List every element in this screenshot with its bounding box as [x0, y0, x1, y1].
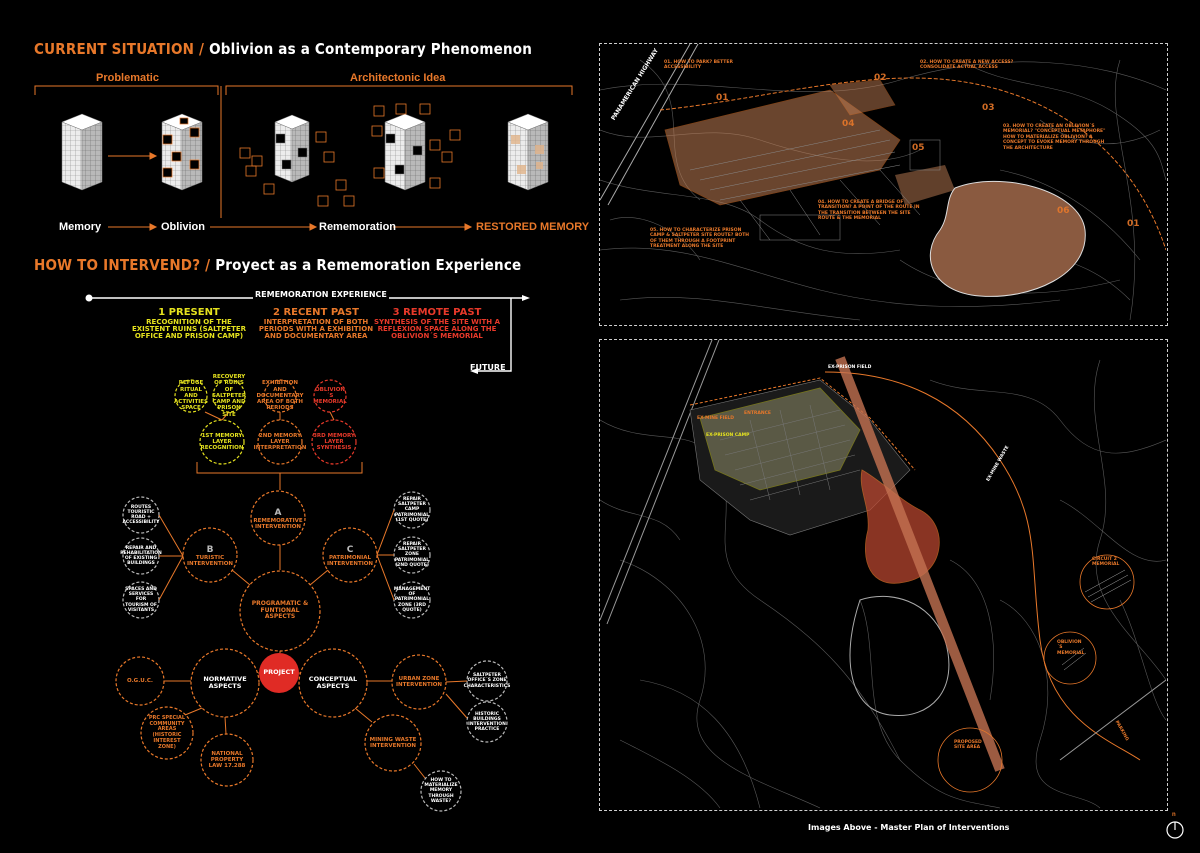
map-num-05: 05 [912, 143, 925, 153]
node-m1: HOW TO MATERIALIZE MEMORY THROUGH WASTE? [424, 778, 458, 804]
floating-cubes [239, 103, 461, 207]
note-04: 04. HOW TO CREATE A BRIDGE OF TRANSITION… [818, 200, 920, 222]
node-b1: ROUTES TOURISTIC ROAD + ACCESSIBILITY [122, 504, 160, 526]
map-num-04: 04 [842, 119, 855, 129]
restored-memory-label: RESTORED MEMORY [476, 221, 590, 233]
node-layer1: 1ST MEMORY LAYER RECOGNITION [200, 432, 244, 452]
section2-title-a: HOW TO INTERVEND? / [34, 256, 211, 274]
node-a-letter: A [274, 507, 282, 518]
node-mining: MINING WASTE INTERVENTION [369, 736, 417, 749]
idea-label: Architectonic Idea [350, 72, 446, 84]
node-b2: REPAIR AND REHABILITATION OF EXISTING BU… [120, 545, 162, 567]
node-u2: HISTORIC BUILDINGS INTERVENTION PRACTICE [468, 711, 506, 733]
node-b: B TURISTIC INTERVENTION [183, 534, 237, 578]
note-05: 05. HOW TO CHARACTERIZE PRISON CAMP & SA… [650, 228, 750, 250]
node-urban: URBAN ZONE INTERVENTION [395, 675, 443, 688]
master-plan-top [599, 43, 1168, 326]
node-c3: MANAGEMENT OF PATRIMONIAL ZONE (3RD QUOT… [393, 587, 431, 613]
label-proposed-site: PROPOSED SITE AREA [954, 740, 982, 751]
node-law: NATIONAL PROPERTY LAW 17.288 [208, 750, 246, 770]
node-a-label: REMEMORATIVE INTERVENTION [253, 517, 303, 531]
oblivion-cube [161, 113, 203, 191]
note-02: 02. HOW TO CREATE A NEW ACCESS? CONSOLID… [920, 60, 1014, 71]
caption: Images Above - Master Plan of Interventi… [808, 823, 1010, 832]
node-c-label: PATRIMONIAL INTERVENTION [326, 554, 374, 568]
node-layer3: 3RD MEMORY LAYER SYNTHESIS [313, 432, 355, 452]
memory-cube [61, 113, 103, 191]
stage-recent-text: INTERPRETATION OF BOTH PERIODS WITH A EX… [258, 317, 374, 341]
section1-title: CURRENT SITUATION / Oblivion as a Contem… [34, 40, 532, 58]
stage-remote-text: SYNTHESIS OF THE SITE WITH A REFLEXION S… [374, 317, 500, 341]
note-03: 03. HOW TO CREATE AN OBLIVION´S MEMORIAL… [1003, 124, 1106, 151]
project-node [259, 653, 299, 693]
map-num-03: 03 [982, 103, 995, 113]
node-project: PROJECT [263, 668, 295, 677]
label-ex-prison-camp: EX-PRISON CAMP [706, 433, 750, 438]
map-num-01b: 01 [1127, 219, 1140, 229]
node-b-label: TURISTIC INTERVENTION [186, 554, 234, 568]
node-b-letter: B [206, 544, 214, 555]
restored-cube [507, 113, 549, 191]
node-normative: NORMATIVE ASPECTS [203, 674, 247, 690]
label-ex-prison-field: EX-PRISON FIELD [828, 365, 872, 370]
stage-present: 1 PRESENT RECOGNITION OF THE EXISTENT RU… [128, 307, 250, 341]
map-num-01a: 01 [716, 93, 729, 103]
node-conceptual: CONCEPTUAL ASPECTS [308, 674, 358, 690]
node-layer2: 2ND MEMORY LAYER INTERPRETATION [253, 432, 307, 452]
timeline-axis-label: REMEMORATION EXPERIENCE [253, 290, 389, 299]
node-refuge: REFUGE RITUAL AND ACTIVITIES SPACE [174, 380, 208, 412]
node-c: C PATRIMONIAL INTERVENTION [323, 534, 377, 578]
stage-recent-past: 2 RECENT PAST INTERPRETATION OF BOTH PER… [255, 307, 377, 341]
stage-remote-past: 3 REMOTE PAST SYNTHESIS OF THE SITE WITH… [373, 307, 501, 341]
map-num-06: 06 [1057, 206, 1070, 216]
label-memorial: OBLIVION´S MEMORIAL [1057, 640, 1085, 656]
page-number: n [1172, 812, 1176, 818]
node-c1: REPAIR SALTPETER CAMP PATRIMONIAL (1ST Q… [394, 497, 430, 523]
node-prc: PRC SPECIAL COMMUNITY AREAS (HISTORIC IN… [148, 714, 186, 750]
note-01: 01. HOW TO PARK? BETTER ACCESSIBILITY [664, 60, 733, 71]
node-memorial: OBLIVION´S MEMORIAL [313, 386, 347, 406]
map-num-02: 02 [874, 73, 887, 83]
rememoration-cube-2 [384, 113, 426, 191]
rememoration-label: Rememoration [319, 221, 397, 233]
node-c-letter: C [346, 544, 354, 555]
node-a: A REMEMORATIVE INTERVENTION [251, 497, 305, 541]
section1-title-b: Oblivion as a Contemporary Phenomenon [209, 40, 533, 58]
problematic-label: Problematic [96, 72, 159, 84]
memory-label: Memory [59, 221, 102, 233]
stage-present-title: 1 PRESENT [158, 307, 220, 318]
section2-title: HOW TO INTERVEND? / Proyect as a Rememor… [34, 256, 521, 274]
stage-present-text: RECOGNITION OF THE EXISTENT RUINS (SALTP… [131, 317, 247, 341]
node-b3: SPACES AND SERVICES FOR TOURISM OF VISIT… [125, 587, 157, 613]
node-c2: REPAIR SALTPETER ZONE PATRIMONIAL (2ND Q… [394, 542, 430, 568]
rememoration-cube-1 [274, 114, 310, 183]
section1-title-a: CURRENT SITUATION / [34, 40, 205, 58]
node-exhibition: EXHIBITION AND DOCUMENTARY AREA OF BOTH … [256, 380, 304, 412]
stage-remote-title: 3 REMOTE PAST [392, 307, 482, 318]
future-label: FUTURE [470, 363, 506, 372]
stage-recent-title: 2 RECENT PAST [273, 307, 359, 318]
label-ex-mine-field: EX-MINE FIELD [697, 416, 735, 421]
oblivion-label: Oblivion [161, 221, 205, 233]
section2-title-b: Proyect as a Rememoration Experience [215, 256, 522, 274]
master-plan-bottom [599, 339, 1168, 811]
node-programatic: PROGRAMATIC & FUNTIONAL ASPECTS [251, 599, 309, 621]
label-circuit: CIRCUIT 2 MEMORIAL [1092, 557, 1120, 568]
node-u1: SALTPETER OFFICE´S ZONE CHARACTERISTICS [463, 673, 511, 689]
label-entrance: ENTRANCE [744, 411, 771, 416]
node-oguc: O.G.U.C. [127, 677, 153, 684]
